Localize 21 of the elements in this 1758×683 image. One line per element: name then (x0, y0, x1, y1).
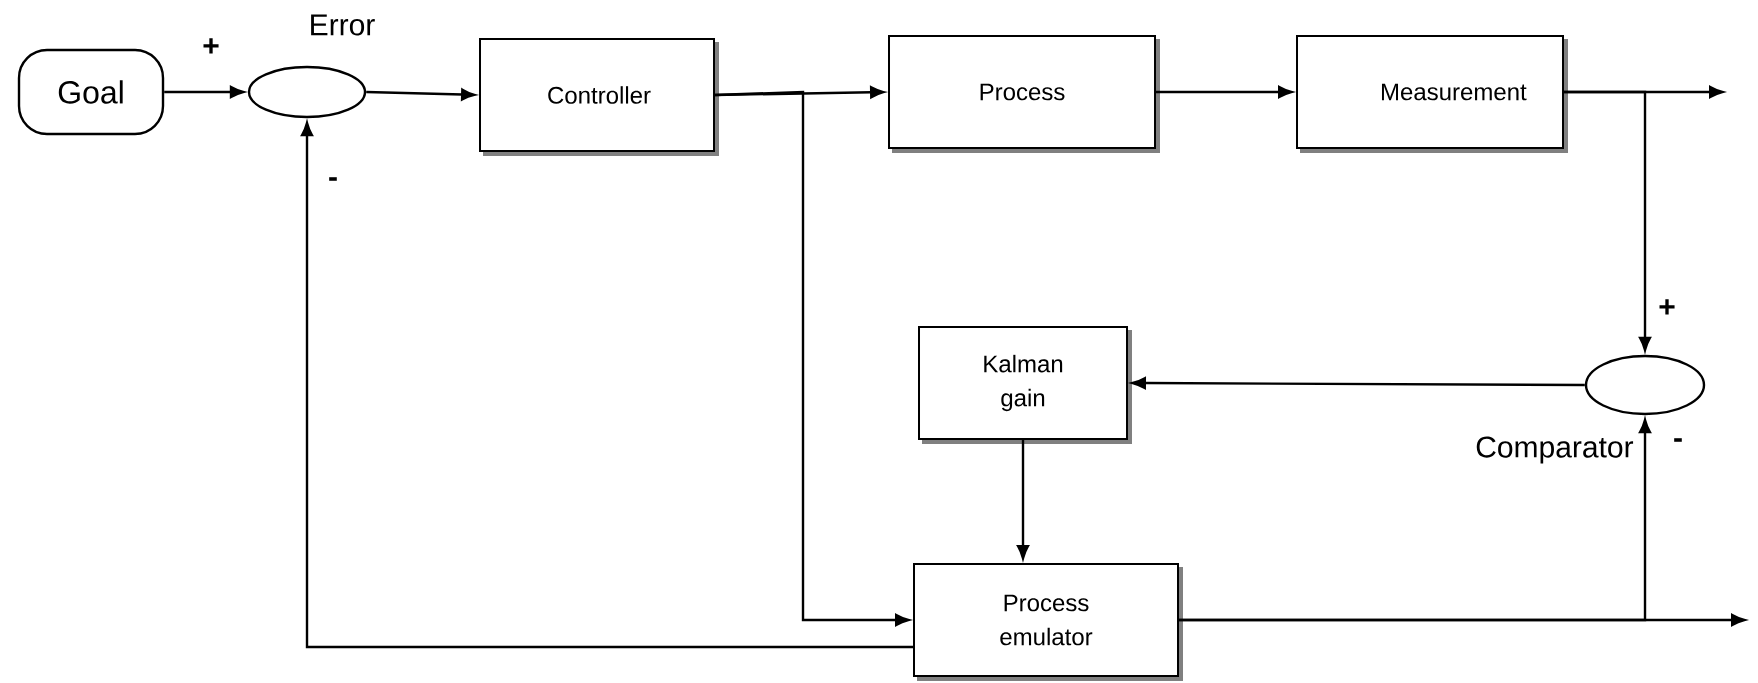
process-box: Kalman gain (918, 326, 1132, 444)
goal-box: Goal (17, 48, 165, 136)
process-box: Controller (479, 38, 719, 156)
process-box: Measurement (1296, 35, 1568, 153)
sign-label: - (329, 177, 337, 181)
sign-label: - (1674, 438, 1682, 442)
arrow (1016, 440, 1030, 560)
process-box: Process emulator (913, 563, 1183, 681)
arrow (1564, 90, 1652, 352)
arrow (1179, 418, 1652, 622)
arrow (1131, 377, 1585, 390)
arrow (1156, 85, 1293, 99)
arrow (366, 88, 476, 101)
arrow (714, 90, 910, 627)
junction-label: Error (311, 14, 375, 36)
arrow (164, 85, 245, 99)
process-box: Process (888, 35, 1160, 153)
arrow (300, 121, 913, 649)
sign-label: + (203, 38, 219, 54)
sign-label: + (1659, 299, 1675, 315)
junction-label: Comparator (1476, 436, 1634, 464)
